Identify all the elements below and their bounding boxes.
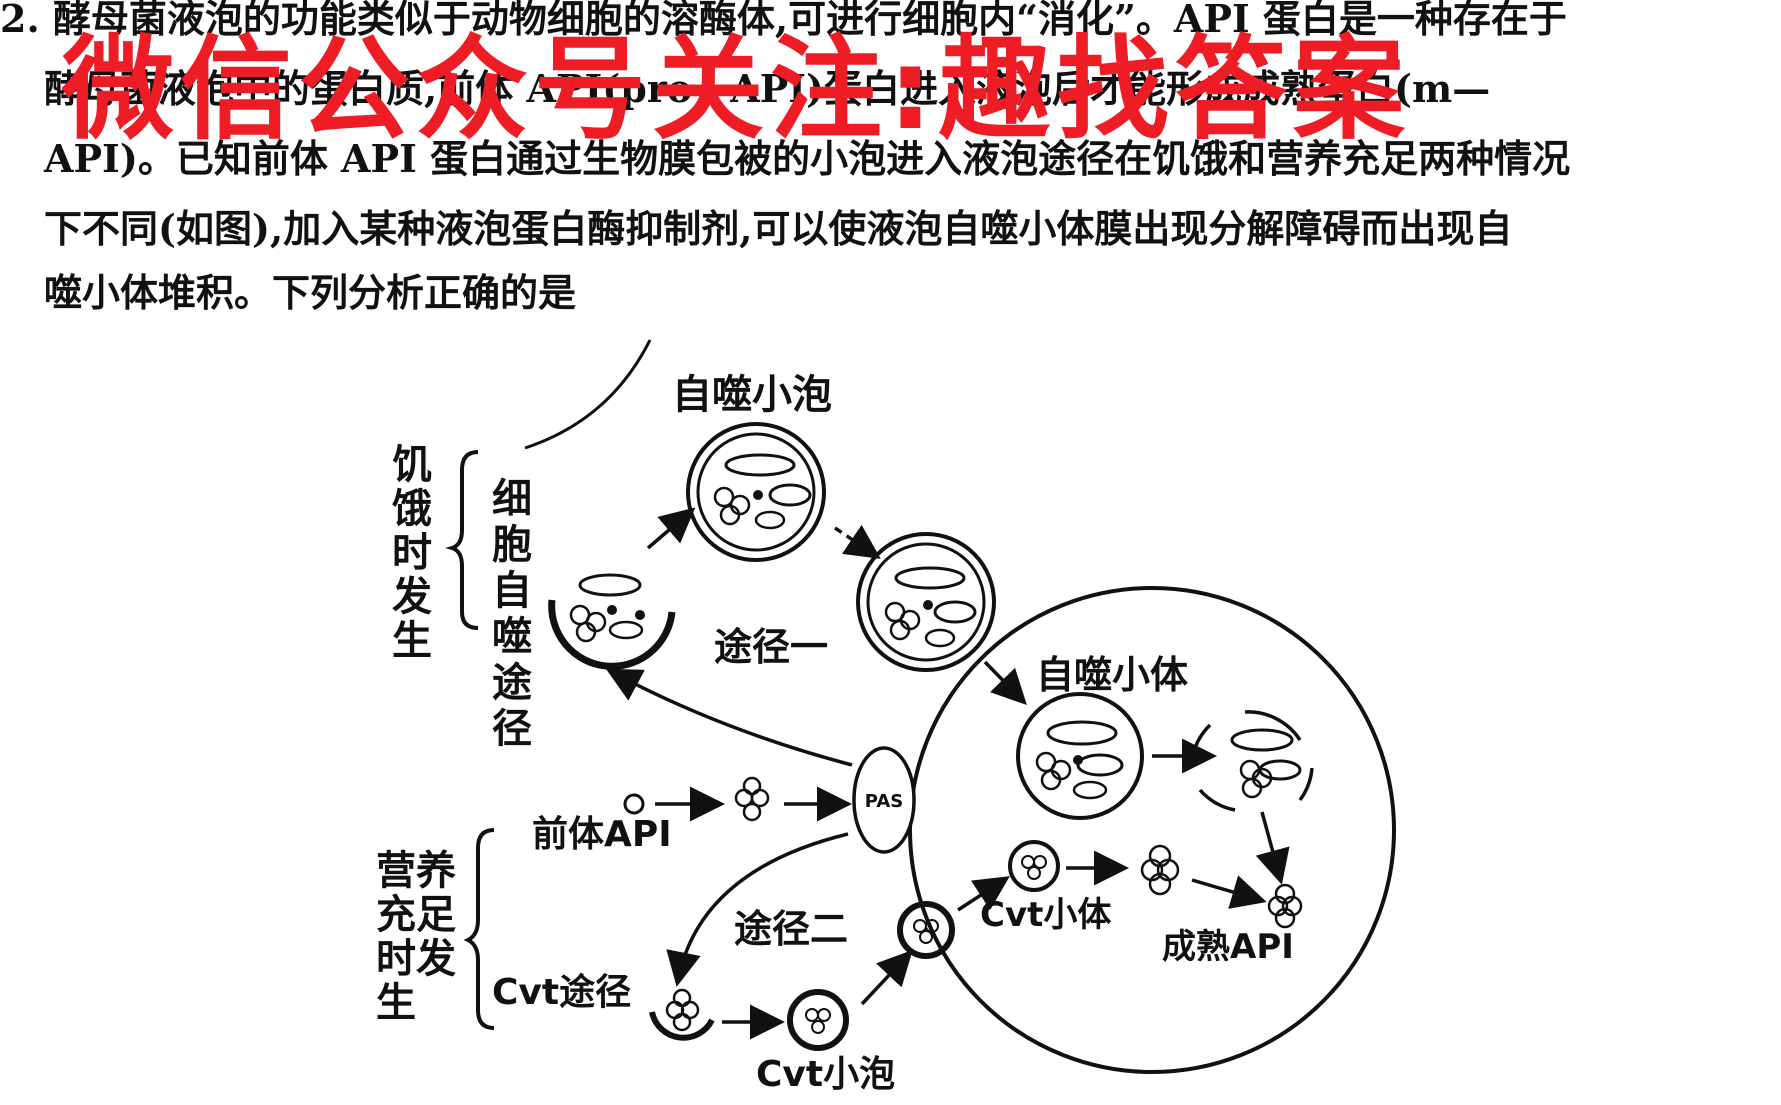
question-line-1: 2. 酵母菌液泡的功能类似于动物细胞的溶酶体,可进行细胞内“消化”。API 蛋白… <box>0 0 1567 41</box>
cvt-vesicle <box>787 989 849 1051</box>
question-line-5: 噬小体堆积。下列分析正确的是 <box>44 270 577 315</box>
watermark-overlay: 微信公众号关注:趣找答案 <box>62 25 1411 155</box>
autophagic-body <box>1016 692 1144 820</box>
label-cvt-autophagy-1: 细 <box>492 476 532 522</box>
connector-curve <box>524 339 652 450</box>
question-line-4: 下不同(如图),加入某种液泡蛋白酶抑制剂,可以使液泡自噬小体膜出现分解障碍而出现… <box>44 206 1513 251</box>
label-starvation-1: 饥 <box>392 442 432 488</box>
label-autophagic-body: 自噬小体 <box>1036 653 1188 697</box>
phagophore <box>548 573 676 670</box>
mature-api-molecule <box>1267 883 1303 929</box>
label-cvt-autophagy-4: 噬 <box>492 614 532 660</box>
cvt-phagophore <box>649 988 715 1041</box>
starvation-brace <box>445 450 479 630</box>
label-pathway-1: 途径一 <box>714 625 828 669</box>
label-cvt-pathway: Cvt途径 <box>492 971 631 1013</box>
label-cvt-vesicle: Cvt小泡 <box>756 1054 895 1095</box>
label-nutrient-rich-1: 营养 <box>376 848 456 894</box>
precursor-api-molecule <box>623 793 645 815</box>
label-cvt-autophagy-6: 径 <box>492 706 532 752</box>
label-pathway-2: 途径二 <box>734 907 848 951</box>
label-cvt-body: Cvt小体 <box>980 895 1111 935</box>
pathway-arrows <box>605 507 1290 1040</box>
autophagosome-vesicle <box>686 422 826 562</box>
degrading-autophagic-body <box>1190 710 1314 812</box>
label-cvt-autophagy-5: 途 <box>492 660 532 706</box>
cvt-vesicle-docking <box>897 901 955 959</box>
label-nutrient-rich-2: 充足 <box>376 892 456 938</box>
label-nutrient-rich-3: 时发 <box>376 936 456 982</box>
label-cvt-autophagy-2: 胞 <box>492 522 532 568</box>
pas-structure <box>852 746 916 854</box>
question-line-2: 酵母菌液泡中的蛋白质,前体 API(pro—API)蛋白进入液泡后才能形成成熟蛋… <box>44 66 1491 111</box>
label-autophagosome-vesicle: 自噬小泡 <box>672 372 832 418</box>
nutrient-brace <box>463 828 495 1030</box>
label-precursor-api: 前体API <box>532 814 672 855</box>
cvt-body <box>1008 840 1060 892</box>
label-mature-api: 成熟API <box>1162 927 1294 967</box>
label-starvation-2: 饿 <box>392 486 432 532</box>
api-complex <box>734 776 770 822</box>
autophagosome-docking <box>856 532 996 672</box>
label-starvation-5: 生 <box>392 618 432 664</box>
label-pas: PAS <box>865 791 903 812</box>
question-line-3: API)。已知前体 API 蛋白通过生物膜包被的小泡进入液泡途径在饥饿和营养充足… <box>44 136 1571 181</box>
label-starvation-4: 发 <box>392 574 432 620</box>
label-nutrient-rich-4: 生 <box>376 980 416 1026</box>
cvt-body-degrading <box>1140 844 1180 896</box>
label-starvation-3: 时 <box>392 530 432 576</box>
label-cvt-autophagy-3: 自 <box>492 568 532 614</box>
